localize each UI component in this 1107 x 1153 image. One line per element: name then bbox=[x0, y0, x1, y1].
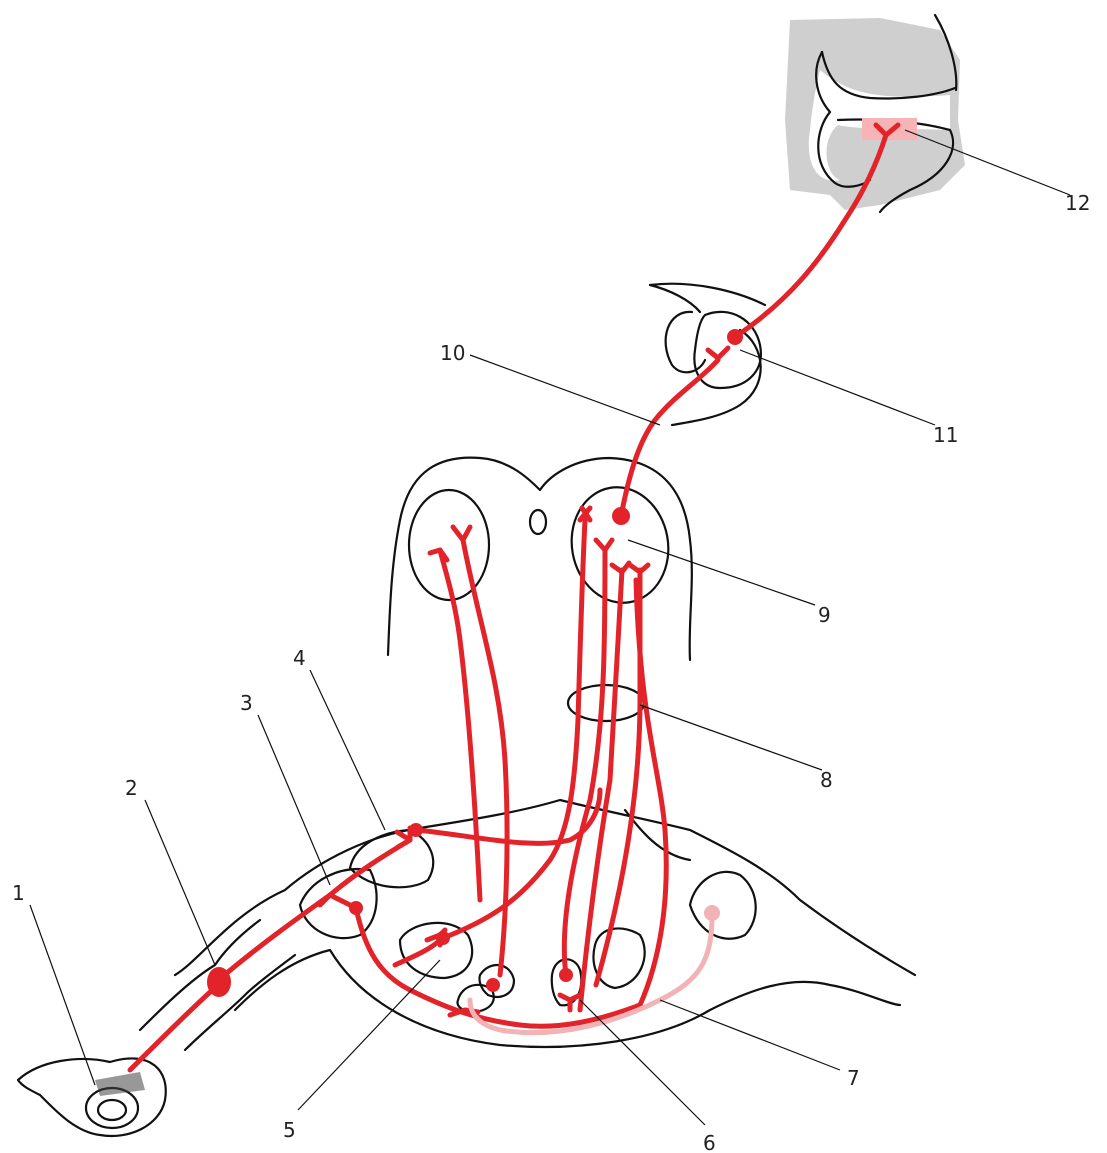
auditory-cortex bbox=[785, 15, 965, 212]
label-1: 1 bbox=[12, 881, 25, 905]
brainstem-section bbox=[175, 800, 915, 1047]
leader-lines bbox=[30, 130, 1070, 1125]
label-6: 6 bbox=[703, 1131, 716, 1153]
label-9: 9 bbox=[818, 603, 831, 627]
label-8: 8 bbox=[820, 768, 833, 792]
inferior-colliculi bbox=[388, 458, 692, 660]
number-labels: 1 2 3 4 5 6 7 8 9 10 11 12 bbox=[12, 191, 1090, 1153]
label-4: 4 bbox=[293, 646, 306, 670]
label-11: 11 bbox=[933, 423, 958, 447]
auditory-pathway bbox=[130, 125, 898, 1070]
cochlea bbox=[18, 1058, 166, 1135]
label-12: 12 bbox=[1065, 191, 1090, 215]
label-2: 2 bbox=[125, 776, 138, 800]
label-3: 3 bbox=[240, 691, 253, 715]
label-10: 10 bbox=[440, 341, 465, 365]
label-7: 7 bbox=[847, 1066, 860, 1090]
label-5: 5 bbox=[283, 1118, 296, 1142]
